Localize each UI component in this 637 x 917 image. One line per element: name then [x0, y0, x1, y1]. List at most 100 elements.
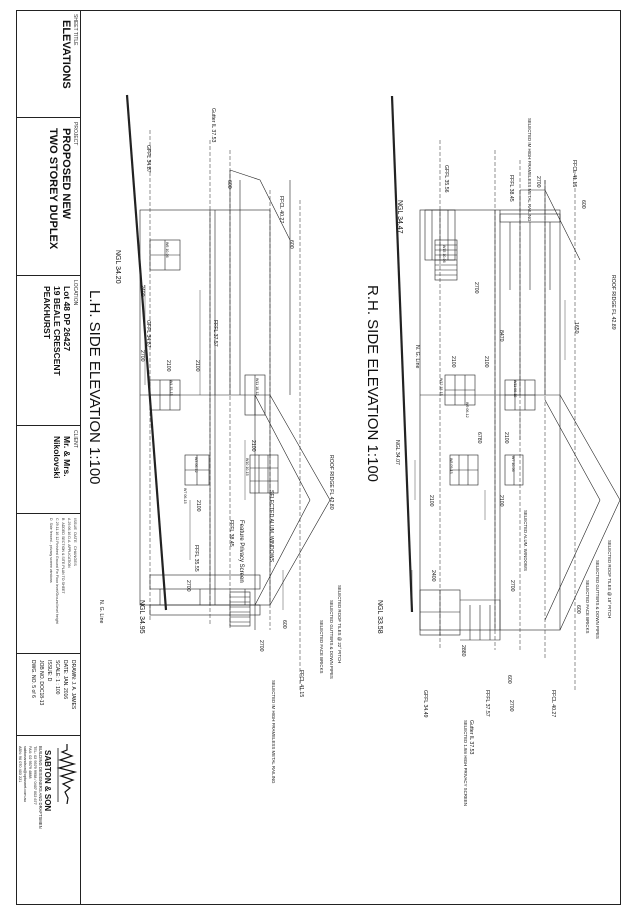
rh-dim: 2700: [535, 176, 541, 188]
drawing-date: DATE: JAN. 2016: [62, 660, 68, 700]
lh-gffl-right: FFFL 35.55: [193, 545, 199, 572]
firm-cell: SABTON & SON BUILDING DESIGNERS AND DRAF…: [16, 736, 80, 905]
lh-dim: 2100: [195, 500, 201, 512]
drawing-info-cell: DRAWN: J. A. JAMES DATE: JAN. 2016 SCALE…: [16, 654, 80, 736]
sheet-title: ELEVATIONS: [60, 20, 72, 89]
rh-labels: NGL 34.47 NGL 34.07 NGL 33.58 N. G. Line…: [364, 118, 616, 806]
rh-bricks-note: SELECTED FACE BRICKS: [585, 580, 590, 634]
rh-window-label: W8 09-15: [449, 458, 453, 474]
rh-dim: 1650: [573, 322, 579, 334]
rh-dim: 2100: [483, 356, 489, 368]
client-line-2: Nikolovski: [52, 436, 62, 479]
lh-gutter: Gutter IL 37.53: [210, 108, 216, 143]
client-cell: CLIENT Mr. & Mrs. Nikolovski: [16, 426, 80, 514]
lh-ngl-left: NGL 34.20: [114, 250, 121, 284]
sheet-title-cell: SHEET TITLE ELEVATIONS: [16, 10, 80, 118]
rh-elevation-title: R.H. SIDE ELEVATION 1:100: [364, 285, 381, 482]
lh-window: [244, 374, 266, 416]
rh-gutter: Gutter IL 37.53: [468, 720, 474, 755]
location-line-1: Lot 48 DP 26427: [62, 286, 72, 352]
lh-ng-line: N. G. Line: [98, 600, 104, 623]
rh-dim: 2400: [430, 570, 436, 582]
lh-dim: 2700: [185, 580, 191, 592]
lh-ffcl-left: FFCL 40.27: [278, 196, 284, 223]
rh-window: [449, 454, 479, 486]
lh-dim: 600: [281, 620, 287, 629]
project-line-2: TWO STOREY DUPLEX: [47, 128, 59, 250]
rh-window-label: W7 10-06: [511, 456, 515, 472]
lh-railing-note: SELECTED IM HIGH FRAMELESS METAL RAILING: [271, 680, 276, 784]
lh-bricks-note: SELECTED FACE BRICKS: [319, 620, 324, 674]
rh-dim: 6780: [476, 432, 482, 444]
firm-contact: sabtonandson@optusnet.com.au: [23, 746, 27, 802]
lh-windows-note: SELECTED ALUM. WINDOWS: [268, 490, 274, 563]
firm-contact: FAX: 02 9579 4888: [28, 746, 32, 779]
lh-building-outline: [139, 209, 271, 606]
firm-contact: TEL: 02 9579 9958 / 0407 002 677: [33, 746, 37, 805]
rh-fffl-bottom: FFFL 37.57: [484, 690, 490, 717]
firm-logo-icon: [56, 744, 78, 804]
revision-row: B ADDED SECTION & SITE PLAN TO SHEET: [61, 518, 65, 594]
rh-window: [444, 374, 476, 406]
project-label: PROJECT: [72, 122, 78, 146]
rh-fffl-top: FFFL 38.45: [508, 175, 514, 202]
rh-window-label: W11 06-18: [513, 380, 517, 397]
rh-ngl-mid: NGL 34.07: [394, 440, 400, 465]
sheet-title-label: SHEET TITLE: [72, 14, 78, 46]
lh-ground-line: [125, 94, 168, 611]
project-cell: PROJECT PROPOSED NEW TWO STOREY DUPLEX: [16, 118, 80, 276]
drawing-scale: SCALE: 1 : 100: [54, 660, 60, 695]
rh-window-label: W9 06-12: [465, 402, 469, 418]
lh-dim: 2400: [139, 285, 145, 297]
lh-feature-screen: Feature Privacy Screen: [238, 520, 244, 583]
lh-dim: 2100: [194, 360, 200, 372]
location-line-2: 19 BEALE CRESCENT: [52, 286, 62, 376]
rh-window-label: W12 18-15: [439, 378, 443, 396]
project-line-1: PROPOSED NEW: [60, 128, 72, 220]
rh-dim: 600: [580, 200, 586, 209]
rh-gutters-note: SELECTED GUTTERS & DOWN PIPES: [595, 560, 600, 639]
drawing-number: DWG. NO. 5 of 6: [30, 660, 36, 698]
rh-dim: 2100: [503, 432, 509, 444]
rh-ngl-right: NGL 33.58: [376, 600, 383, 634]
lh-roof-tiles-note: SELECTED ROOF TILES @ 22° PITCH: [337, 585, 342, 663]
lh-roof-ridge: ROOF RIDGE FL 42.80: [328, 455, 334, 510]
lh-dim: 2700: [258, 640, 264, 652]
firm-tagline: BUILDING DESIGNERS AND DRAFTSMEN: [38, 746, 43, 829]
lh-dim: 600: [288, 240, 294, 249]
title-block: SHEET TITLE ELEVATIONS PROJECT PROPOSED …: [16, 10, 81, 905]
drawing-sheet-border: [16, 10, 621, 905]
lh-window: [184, 454, 210, 486]
rh-ngl-left: NGL 34.47: [396, 200, 403, 234]
lh-window-label: W7 06-15: [183, 488, 187, 504]
lh-window: [149, 239, 181, 271]
lh-fffl-right: FFFL 38.45: [228, 520, 234, 547]
rh-dim: 8470: [498, 330, 504, 342]
revision-row: D Side fenced - privacy screen windows: [49, 518, 53, 583]
rh-ground-line: [390, 95, 414, 613]
lh-roof: [269, 394, 331, 606]
rh-window: [504, 454, 524, 486]
rh-dim: 2880: [460, 645, 466, 657]
rh-roof-tiles-note: SELECTED ROOF TILES @ 18° PITCH: [607, 540, 612, 618]
revision-row: C 29.11.16 12 Finished Ground Fin Floor …: [55, 518, 59, 624]
lh-ngl-right: NGL 34.95: [138, 600, 145, 634]
revisions-cell: ISSUE DATE CHANGES A 29.06.16 D.A. APPLI…: [16, 514, 80, 654]
rh-gffl-right: GFFL 34.49: [422, 690, 428, 718]
lh-gffl-mid: GFFL 34.87: [145, 320, 151, 348]
lh-dim: 2700: [139, 350, 145, 362]
rh-dim: 600: [506, 675, 512, 684]
lh-gutters-note: SELECTED GUTTERS & DOWN PIPES: [329, 600, 334, 679]
lh-window-label: W11 18-12: [255, 378, 259, 395]
lh-dim: 600: [226, 180, 232, 189]
firm-name: SABTON & SON: [43, 750, 52, 812]
rev-header-issue: ISSUE: [73, 518, 78, 531]
location-cell: LOCATION Lot 48 DP 26427 19 BEALE CRESCE…: [16, 276, 80, 426]
lh-window: [249, 454, 279, 494]
rev-header-changes: CHANGES: [73, 545, 78, 566]
rh-ng-line: N. G. Line: [414, 345, 420, 368]
lh-window: [149, 379, 181, 411]
job-number: JOB NO. DOC18-13: [38, 660, 44, 706]
rh-windows-note: SELECTED ALUM. WINDOWS: [523, 510, 528, 571]
lh-fffl-mid: FFFL 37.57: [212, 320, 218, 347]
